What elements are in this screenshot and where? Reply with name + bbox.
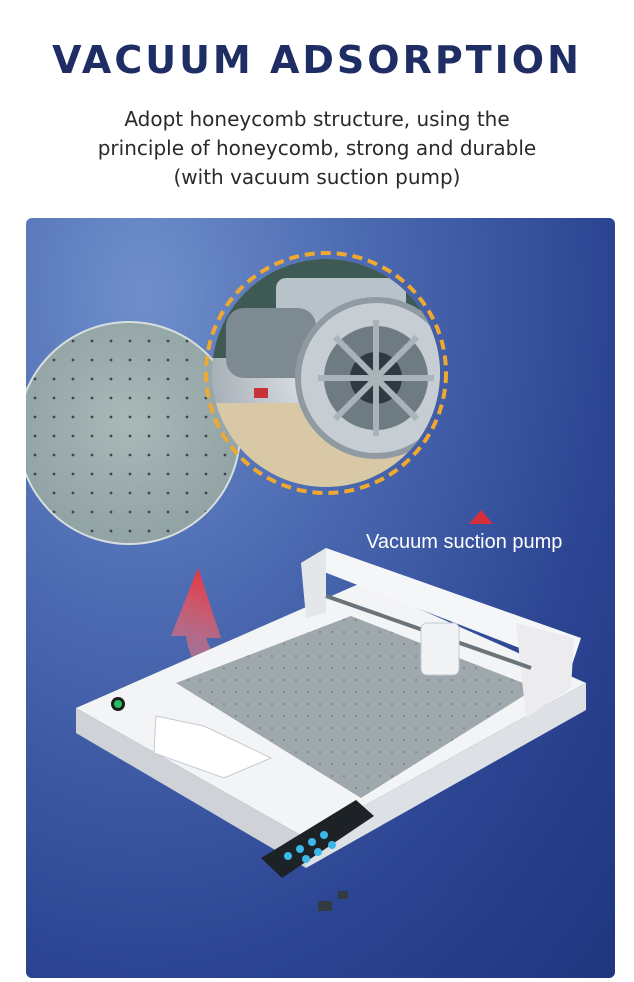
- pump-label: Vacuum suction pump: [366, 531, 563, 553]
- vacuum-pump-zoom: [204, 251, 448, 495]
- product-illustration-panel: Vacuum suction pump: [26, 218, 615, 978]
- honeycomb-plate-zoom: [26, 321, 241, 545]
- cutting-plotter-machine: [76, 548, 586, 911]
- subtitle: Adopt honeycomb structure, using the pri…: [40, 105, 594, 192]
- product-illustration: [26, 251, 586, 911]
- page-title: VACUUM ADSORPTION: [52, 38, 582, 82]
- subtitle-line-3: (with vacuum suction pump): [173, 165, 461, 189]
- subtitle-line-1: Adopt honeycomb structure, using the: [124, 107, 510, 131]
- subtitle-line-2: principle of honeycomb, strong and durab…: [97, 136, 537, 160]
- triangle-pointer-icon: [469, 510, 493, 524]
